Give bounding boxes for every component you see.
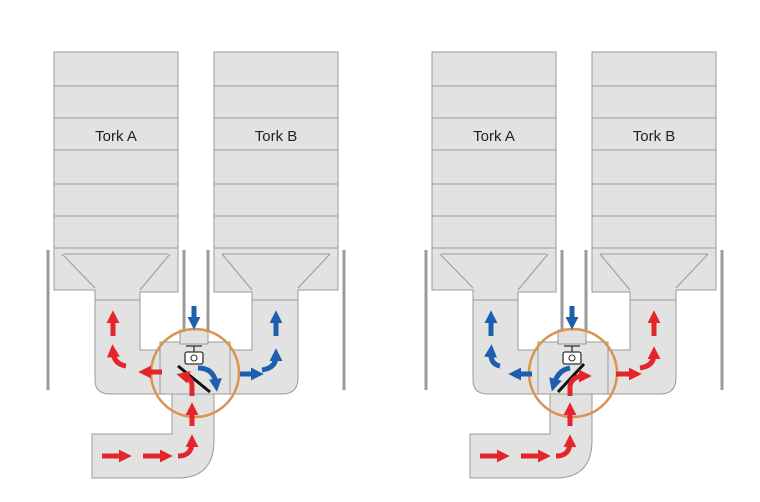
cold-flow-arrows (484, 306, 579, 392)
panel-mode-b: Tork A Tork B (424, 50, 724, 480)
hot-flow-arrows (480, 310, 661, 463)
damper-icon (556, 362, 586, 394)
silo-b-label: Tork B (255, 128, 298, 145)
cold-flow-arrows (187, 306, 283, 392)
hot-flow-arrows (102, 310, 199, 463)
silo-a-label: Tork A (95, 128, 137, 145)
silo-b-label: Tork B (633, 128, 676, 145)
silo-a-label: Tork A (473, 128, 515, 145)
damper-icon (177, 364, 211, 394)
panel-mode-a: Tork A Tork B (46, 50, 346, 480)
